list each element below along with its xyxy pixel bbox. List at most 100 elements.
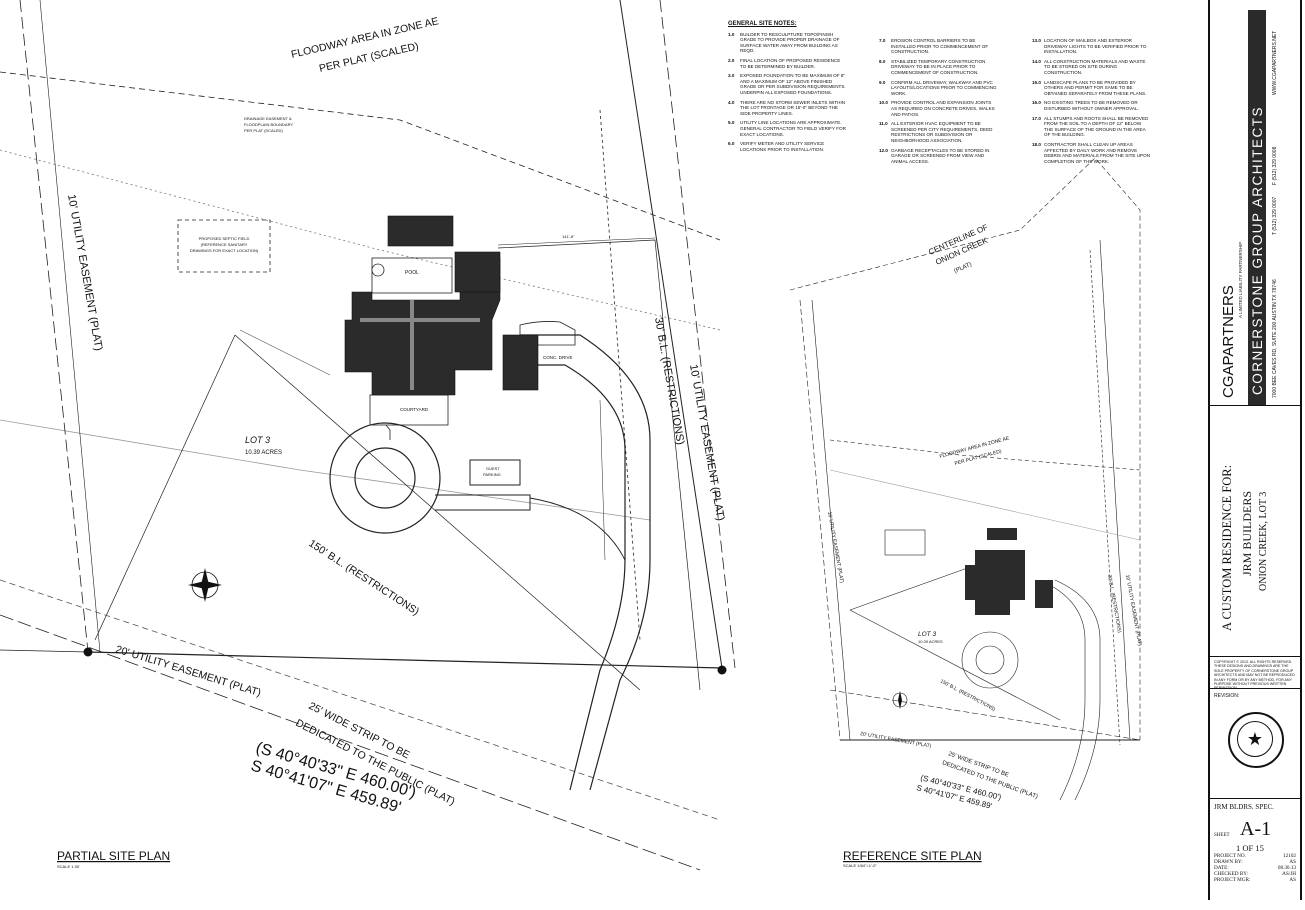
note-item: 11.0All exterior HVAC equipment to be sc…: [879, 121, 997, 143]
septic-field: [177, 219, 271, 273]
meta-row: PROJECT MGR:AS: [1214, 877, 1296, 883]
sheet-number: A-1: [1240, 818, 1272, 840]
note-num: 9.0: [879, 79, 886, 85]
courtyard-label: COURTYARD: [400, 407, 429, 412]
spec-label: JRM BLDRS. SPEC.: [1214, 803, 1274, 811]
meta-label: DATE:: [1214, 865, 1229, 871]
note-text: Stabilized temporary construction drivew…: [891, 58, 986, 75]
meta-row: DATE: 08.30.13: [1214, 865, 1296, 871]
note-item: 1.0 Builder to resculpture topo/finish gr…: [728, 32, 846, 54]
general-notes-col-1: GENERAL SITE NOTES: 1.0 Builder to rescul…: [728, 21, 846, 156]
spec-divider: [1210, 798, 1300, 799]
note-text: Provide control and expansion joints as …: [891, 100, 995, 117]
utility-20-label: 20' UTILITY EASEMENT (PLAT): [114, 643, 262, 699]
guest-parking-label-2: PARKING: [483, 472, 501, 477]
guest-parking: [469, 459, 521, 486]
north-arrow-icon: [188, 568, 222, 602]
note-num: 14.0: [1032, 58, 1041, 64]
pool-label: POOL: [405, 270, 419, 276]
septic-label-1: PROPOSED SEPTIC FIELD: [199, 236, 250, 241]
firm-address: 7000 BEE CAVES RD, SUITE 200 AUSTIN TX 7…: [1272, 279, 1278, 398]
ref-acres-label: 10.39 ACRES: [918, 639, 943, 644]
general-notes-title: GENERAL SITE NOTES:: [728, 21, 797, 27]
project-heading: A CUSTOM RESIDENCE FOR:: [1220, 464, 1234, 631]
motor-court-inner: [354, 447, 416, 509]
note-item: 7.0 Erosion control barriers to be instal…: [879, 38, 997, 55]
pool: [371, 257, 453, 294]
rev-divider: [1210, 688, 1300, 689]
note-num: 18.0: [1032, 141, 1041, 147]
firm-name: CORNERSTONE GROUP ARCHITECTS: [1250, 105, 1265, 395]
partial-site-plan-scale: SCALE 1:30': [57, 864, 80, 869]
firm-band: [1248, 10, 1266, 405]
client-name: JRM BUILDERS: [1240, 490, 1254, 576]
note-item: 2.0Final location of proposed residence …: [728, 58, 846, 69]
firm-short-name: CGAPARTNERS: [1220, 285, 1237, 398]
note-text: Final location of proposed residence to …: [740, 57, 841, 69]
utility-easement-line-left: [19, 0, 89, 653]
firm-website: WWW.CGAPARTNERS.NET: [1272, 30, 1278, 95]
note-text: Contractor shall clean up areas affected…: [1044, 141, 1151, 164]
lot-label: LOT 3: [245, 435, 270, 445]
note-num: 10.0: [879, 100, 888, 106]
reference-plan-linework: [789, 157, 1141, 801]
firm-fax: F (512) 329 0008: [1272, 146, 1278, 185]
note-text: No existing trees to be removed or distu…: [1044, 100, 1139, 111]
meta-label: PROJECT NO.: [1214, 853, 1246, 859]
note-text: Confirm all driveway, walkway and PVC la…: [891, 79, 997, 96]
note-item: 5.0Utility line locations are approximat…: [728, 120, 846, 137]
note-item: 18.0Contractor shall clean up areas affe…: [1032, 142, 1150, 164]
corner-marker-sw: [83, 647, 93, 657]
note-text: All stumps and roots shall be removed fr…: [1044, 115, 1149, 138]
property-line-east: [619, 0, 723, 669]
note-num: 4.0: [728, 99, 735, 105]
meta-value: 08.30.13: [1277, 865, 1296, 871]
note-text: Utility line locations are approximate. …: [740, 120, 846, 137]
note-num: 7.0: [879, 38, 886, 43]
floodway-line: [0, 71, 721, 241]
note-text: All construction materials and waste to …: [1044, 58, 1146, 75]
corner-marker-se: [717, 665, 727, 675]
note-item: 15.0Landscape plans to be provided by ot…: [1032, 80, 1150, 97]
note-item: 14.0All construction materials and waste…: [1032, 59, 1150, 76]
conc-drive-label: CONC. DRIVE: [543, 355, 573, 360]
sheet-of: 1 OF 15: [1236, 843, 1264, 853]
house-shading: [360, 300, 480, 390]
note-num: 16.0: [1032, 100, 1041, 106]
note-text: Erosion control barriers to be installed…: [891, 38, 989, 55]
meta-value: 12102: [1283, 853, 1296, 859]
firm-note: A LIMITED LIABILITY PARTNERSHIP: [1238, 241, 1243, 318]
utility-10-left-label: 10' UTILITY EASEMENT (PLAT): [65, 193, 104, 351]
ref-lot-label: LOT 3: [918, 631, 936, 638]
guest-parking-label-1: GUEST: [486, 466, 500, 471]
note-item: 12.0Garbage receptacles to be stored in …: [879, 148, 997, 165]
septic-label-3: DRAWINGS FOR EXACT LOCATION): [190, 248, 259, 253]
note-item: 9.0 Confirm all driveway, walkway and PVC…: [879, 80, 997, 97]
project-section: A CUSTOM RESIDENCE FOR: JRM BUILDERS ONI…: [1210, 406, 1300, 657]
site-plan-drawing: FLOODWAY AREA IN ZONE AE PER PLAT (SCALE…: [0, 0, 1143, 871]
firm-phone: T (512) 329 0007: [1272, 196, 1278, 235]
note-item: 16.0No existing trees to be removed or d…: [1032, 100, 1150, 111]
note-num: 8.0: [879, 58, 886, 64]
architect-seal-icon: ★: [1228, 712, 1284, 768]
reference-site-plan-title: REFERENCE SITE PLAN: [843, 849, 982, 863]
reference-residence-footprint: [965, 528, 1053, 615]
reference-north-arrow-icon: [892, 691, 908, 709]
ref-bl-150-label: 150' B.L. (RESTRICTIONS): [939, 678, 996, 712]
revision-label: REVISION:: [1214, 693, 1240, 699]
note-text: Builder to resculpture topo/finish grade…: [740, 31, 840, 54]
note-text: Garbage receptacles to be stored in gara…: [891, 147, 990, 164]
note-item: 6.0Verify meter and utility service loca…: [728, 141, 846, 152]
dim-141-label: 141'-8": [562, 234, 575, 239]
note-item: 17.0All stumps and roots shall be remove…: [1032, 116, 1150, 138]
note-text: There are no storm sewer inlets within t…: [740, 99, 846, 116]
note-num: 3.0: [728, 73, 735, 79]
project-meta: PROJECT NO.12102 DRAWN BY:AS DATE:08.30.…: [1214, 853, 1296, 883]
meta-row: CHECKED BY:AS/JH: [1214, 871, 1296, 877]
note-text: Exposed foundation to be maximum of 8" a…: [740, 73, 846, 95]
property-line-south: [87, 651, 723, 669]
note-num: 13.0: [1032, 38, 1041, 43]
meta-value: AS: [1289, 859, 1296, 865]
note-num: 1.0: [728, 31, 735, 37]
